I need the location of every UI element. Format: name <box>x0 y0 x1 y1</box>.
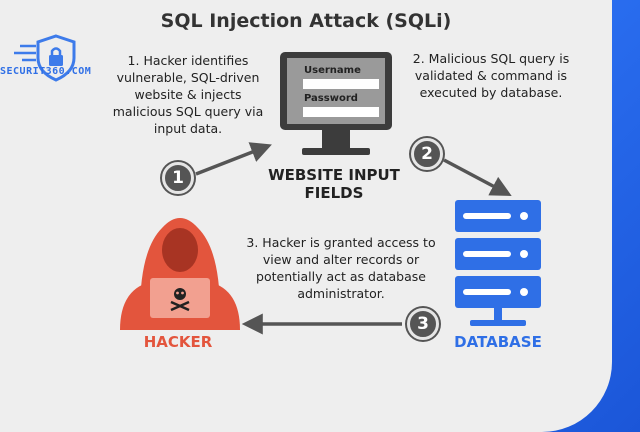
arrow-step-2 <box>443 158 512 196</box>
server-stack-icon <box>455 200 541 326</box>
step-3-text: 3. Hacker is granted access to view and … <box>246 235 436 301</box>
monitor-icon <box>280 52 392 155</box>
password-field-label: Password <box>304 93 358 104</box>
step-2-badge: 2 <box>411 138 443 170</box>
hooded-hacker-icon <box>120 218 240 330</box>
shield-lock-icon <box>14 34 76 82</box>
database-label: DATABASE <box>454 333 542 351</box>
logo-text: SECURIT360.COM <box>0 66 92 77</box>
hacker-label: HACKER <box>143 333 213 351</box>
website-label: WEBSITE INPUT FIELDS <box>268 166 400 202</box>
step-1-badge: 1 <box>162 162 194 194</box>
page-title: SQL Injection Attack (SQLi) <box>160 10 452 32</box>
step-2-text: 2. Malicious SQL query is validated & co… <box>412 51 570 100</box>
arrow-step-1 <box>195 142 272 176</box>
diagram-graphics <box>120 52 541 335</box>
username-field-label: Username <box>304 65 361 76</box>
step-1-text: 1. Hacker identifies vulnerable, SQL-dri… <box>112 53 264 136</box>
step-3-badge: 3 <box>407 308 439 340</box>
